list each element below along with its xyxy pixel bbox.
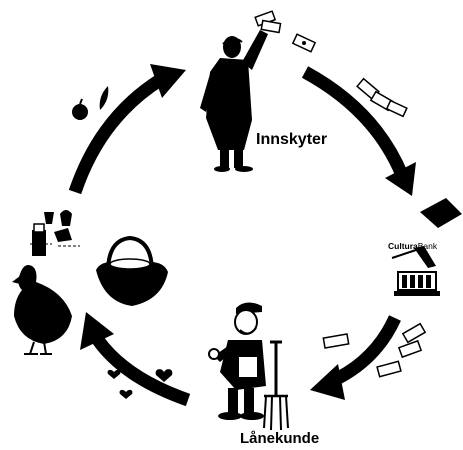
banknote-icon <box>254 10 282 34</box>
bank-name-strong: Cultura <box>388 241 418 251</box>
borrower-label: Lånekunde <box>240 430 320 447</box>
heart-icon <box>155 369 173 382</box>
investor-label: Innskyter <box>256 131 328 148</box>
circular-arrow-icon <box>68 64 186 195</box>
heart-icon <box>107 369 121 379</box>
heart-icon <box>119 389 133 399</box>
apple-icon <box>72 98 88 120</box>
circular-arrow-icon <box>310 315 401 400</box>
borrower-figure-icon <box>208 302 266 420</box>
banknote-icon <box>291 33 317 53</box>
leaf-icon <box>99 86 109 110</box>
pitchfork-icon <box>263 340 289 431</box>
bank-name-light: Bank <box>417 241 438 251</box>
egg-basket-icon <box>96 235 168 306</box>
hen-icon <box>12 265 72 355</box>
farm-produce-icon <box>30 210 80 256</box>
circular-arrow-icon <box>301 66 416 196</box>
bank-logo-text: CulturaBank <box>388 241 437 251</box>
circular-arrow-icon <box>80 312 191 407</box>
bank-building-icon <box>391 246 440 296</box>
banknote-icon <box>376 322 427 378</box>
investor-figure-icon <box>200 30 268 172</box>
wallet-icon <box>420 198 462 228</box>
banknote-icon <box>356 77 408 118</box>
banknote-icon <box>322 333 350 349</box>
